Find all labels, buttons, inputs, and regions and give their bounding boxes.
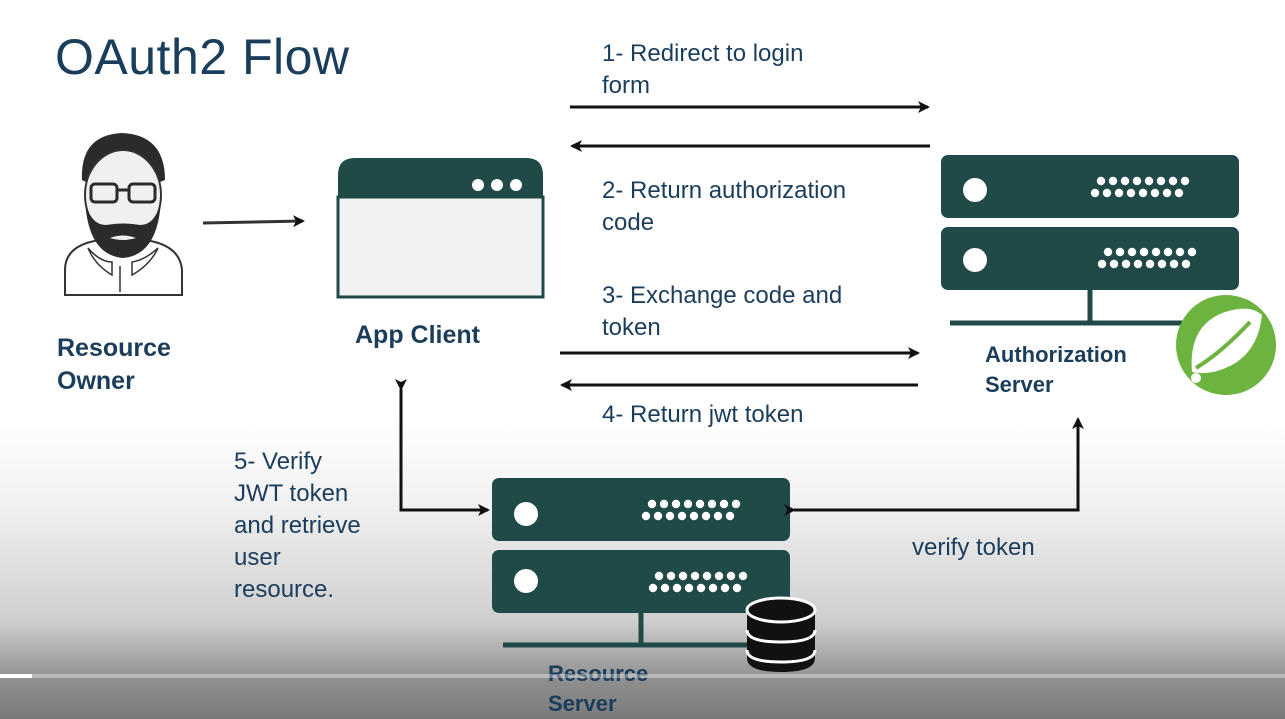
resource-owner-icon	[64, 133, 183, 296]
video-progress-track[interactable]	[0, 674, 1285, 678]
app-client-window-icon	[336, 158, 545, 299]
step4-label: 4- Return jwt token	[602, 401, 804, 428]
app-client-label: App Client	[355, 321, 480, 349]
owner-to-client-arrow	[202, 215, 305, 228]
resource-server-icon	[492, 478, 790, 648]
resource-owner-label: Resource Owner	[57, 334, 171, 395]
step2-label: 2- Return authorization code	[602, 177, 847, 236]
spring-logo-icon	[1176, 295, 1276, 395]
resource-server-label: Resource Server	[548, 661, 649, 716]
step5-label: 5- Verify JWT token and retrieve user re…	[234, 448, 361, 603]
verify-token-label: verify token	[912, 534, 1035, 561]
verify-token-arrow	[784, 417, 1084, 516]
step5-arrow	[395, 379, 490, 516]
database-icon	[745, 596, 817, 672]
authorization-server-icon	[941, 155, 1239, 326]
authorization-server-label: Authorization Server	[985, 342, 1127, 397]
diagram-title: OAuth2 Flow	[55, 29, 350, 85]
step1-label: 1- Redirect to login form	[602, 40, 804, 99]
video-progress-fill	[0, 674, 33, 678]
step3-label: 3- Exchange code and token	[602, 282, 843, 341]
